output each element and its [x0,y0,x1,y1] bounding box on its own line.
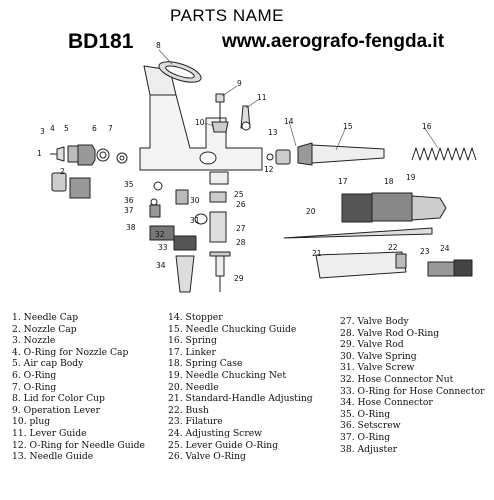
parts-list-column-2: 14. Stopper 15. Needle Chucking Guide 16… [168,312,313,463]
callout-23: 23 [420,247,430,256]
callout-35: 35 [124,180,134,189]
parts-list-item: 21. Standard-Handle Adjusting [168,393,313,405]
parts-list-item: 20. Needle [168,381,219,393]
callout-leaders [158,49,439,151]
callout-36: 36 [124,196,134,205]
callout-19: 19 [406,173,416,182]
parts-list-item: 9. Operation Lever [12,404,100,416]
parts-list-item: 15. Needle Chucking Guide [168,323,297,335]
callout-25: 25 [234,190,244,199]
parts-list-item: 31. Valve Screw [340,362,415,374]
callout-31: 31 [190,216,200,225]
lever-parts-drawing [211,93,291,165]
callout-38: 38 [126,223,136,232]
parts-list-item: 34. Hose Connector [340,397,433,409]
callout-15: 15 [343,122,353,131]
parts-list-item: 26. Valve O-Ring [168,451,246,463]
parts-list-item: 10. plug [12,416,51,428]
exploded-parts-diagram: 1 2 3 4 5 6 7 8 9 10 11 12 13 14 15 16 1… [37,41,477,293]
parts-list-item: 8. Lid for Color Cup [12,393,105,405]
airbrush-body-drawing [139,61,263,185]
callout-3: 3 [40,127,45,136]
callout-24: 24 [440,244,450,253]
callout-8: 8 [156,41,161,50]
callout-14: 14 [284,117,294,126]
model-number: BD181 [68,30,134,53]
callout-33: 33 [158,243,168,252]
parts-list-column-3: 27. Valve Body 28. Valve Rod O-Ring 29. … [340,316,485,455]
page-title: PARTS NAME [170,6,284,25]
rear-parts-drawing [283,142,477,279]
callout-18: 18 [384,177,394,186]
parts-list-item: 19. Needle Chucking Net [168,369,287,381]
callout-6: 6 [92,124,97,133]
callout-22: 22 [388,243,398,252]
callout-21: 21 [312,249,322,258]
callout-1: 1 [37,149,42,158]
parts-list-item: 12. O-Ring for Needle Guide [12,439,145,451]
valve-parts-drawing [149,181,231,293]
parts-list-item: 24. Adjusting Screw [168,427,263,439]
parts-list-item: 32. Hose Connector Nut [340,373,454,385]
parts-list-item: 11. Lever Guide [12,427,87,439]
parts-list-item: 7. O-Ring [12,381,57,393]
website-url: www.aerografo-fengda.it [222,31,445,52]
parts-list-item: 25. Lever Guide O-Ring [168,439,279,451]
callout-26: 26 [236,200,246,209]
parts-list-item: 18. Spring Case [168,358,243,370]
parts-list-item: 5. Air cap Body [12,358,84,370]
parts-list-item: 22. Bush [168,404,209,416]
callout-13: 13 [268,128,278,137]
callout-2: 2 [60,167,65,176]
parts-list-item: 30. Valve Spring [340,350,417,362]
parts-list-item: 29. Valve Rod [340,339,404,351]
parts-list-item: 36. Setscrew [340,420,401,432]
callout-29: 29 [234,274,244,283]
parts-list-item: 17. Linker [168,346,216,358]
callout-10: 10 [195,118,205,127]
callout-16: 16 [422,122,432,131]
callout-7: 7 [108,124,113,133]
parts-list-item: 23. Filature [168,416,223,428]
callout-9: 9 [237,79,242,88]
callout-labels: 1 2 3 4 5 6 7 8 9 10 11 12 13 14 15 16 1… [37,41,450,283]
callout-32: 32 [155,230,165,239]
parts-list-item: 37. O-Ring [340,431,391,443]
callout-5: 5 [64,124,69,133]
parts-list-item: 38. Adjuster [340,443,398,455]
parts-list-item: 6. O-Ring [12,369,57,381]
parts-list-item: 2. Nozzle Cap [12,323,77,335]
parts-list-item: 35. O-Ring [340,408,391,420]
parts-list-item: 4. O-Ring for Nozzle Cap [12,346,129,358]
callout-11: 11 [257,93,267,102]
parts-list-item: 28. Valve Rod O-Ring [340,327,440,339]
parts-list-item: 13. Needle Guide [12,451,94,463]
callout-17: 17 [338,177,348,186]
callout-28: 28 [236,238,246,247]
callout-20: 20 [306,207,316,216]
callout-12: 12 [264,165,274,174]
parts-list-item: 1. Needle Cap [12,312,79,323]
callout-37: 37 [124,206,134,215]
parts-list-item: 16. Spring [168,335,217,347]
callout-27: 27 [236,224,246,233]
callout-34: 34 [156,261,166,270]
parts-list-column-1: 1. Needle Cap 2. Nozzle Cap 3. Nozzle 4.… [12,312,145,463]
callout-30: 30 [190,196,200,205]
parts-list-item: 14. Stopper [168,312,223,323]
parts-list-item: 33. O-Ring for Hose Connector [340,385,485,397]
nozzle-parts-drawing [50,144,128,199]
callout-4: 4 [50,124,55,133]
parts-list-item: 27. Valve Body [340,316,409,327]
parts-list-item: 3. Nozzle [12,335,56,347]
